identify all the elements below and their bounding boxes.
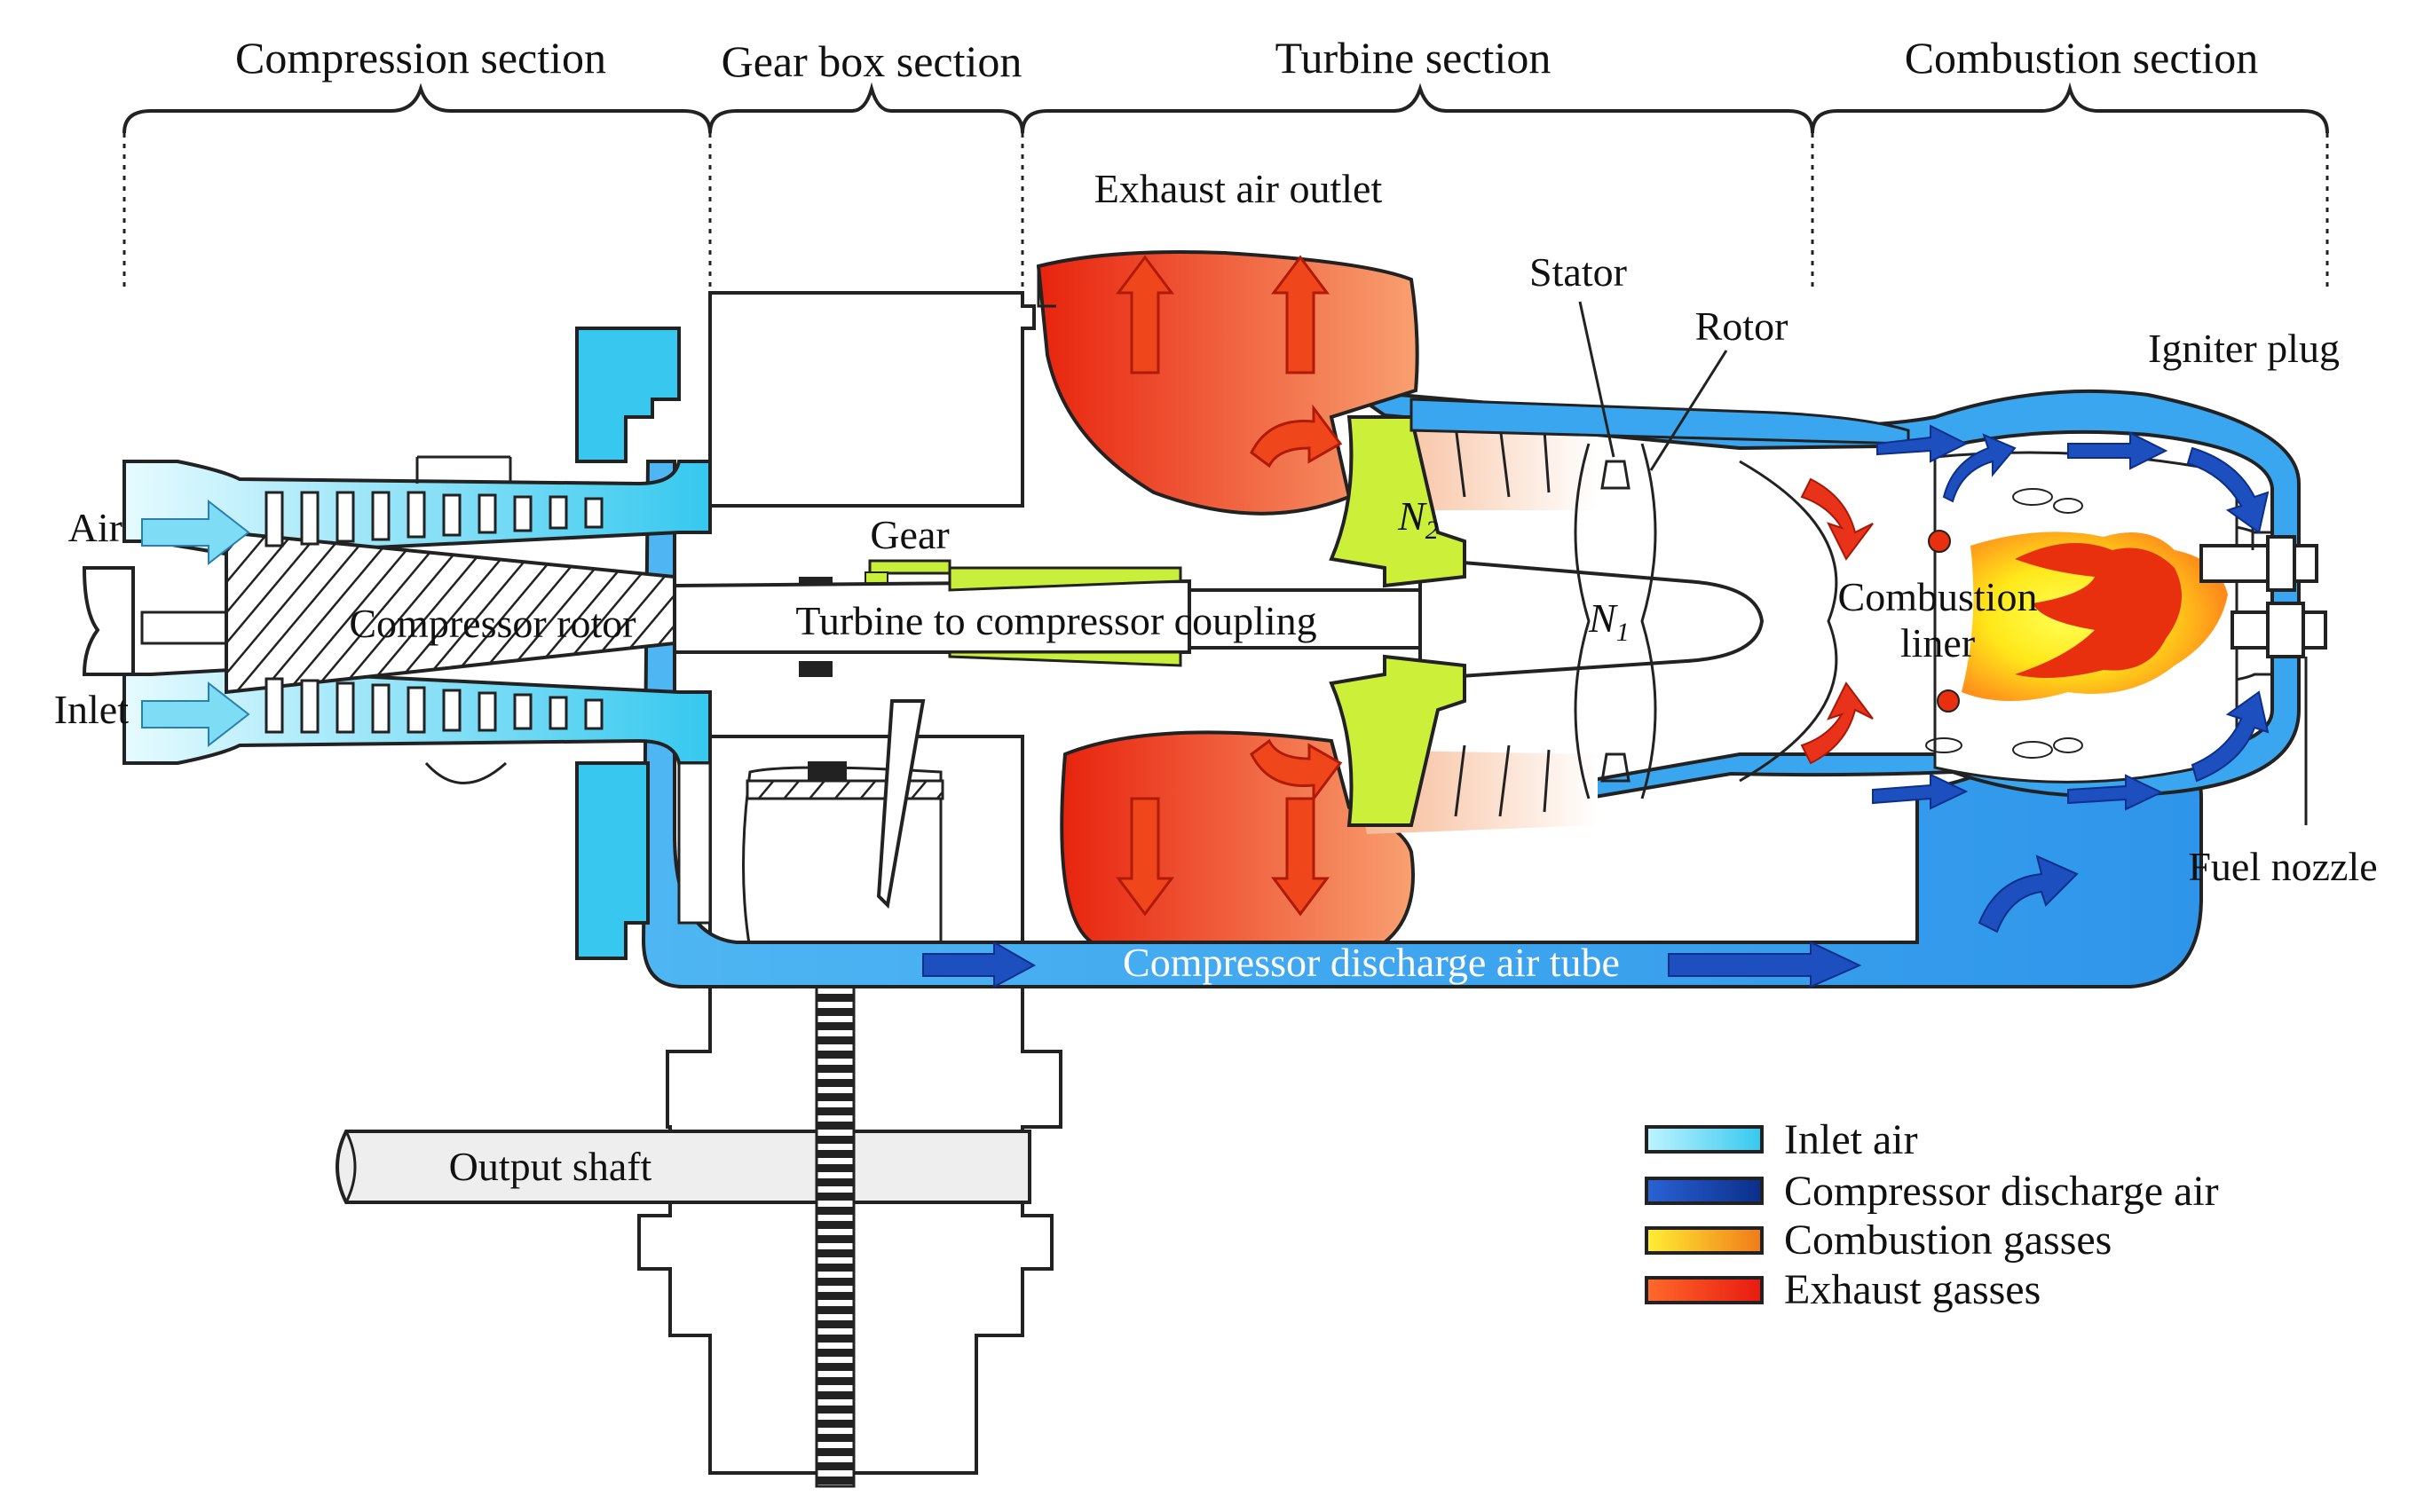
exhaust-outlets	[1036, 250, 1419, 944]
rotor-label: Rotor	[1695, 303, 1788, 349]
combustor	[1925, 451, 2327, 825]
air-label: Air	[68, 505, 122, 550]
legend-label-inlet-air: Inlet air	[1784, 1116, 1918, 1163]
section-brackets	[122, 82, 2329, 288]
coupling-shaft	[673, 556, 1765, 681]
legend-label-exhaust-gasses: Exhaust gasses	[1784, 1266, 2041, 1313]
compressor-rotor-label: Compressor rotor	[349, 601, 636, 646]
legend-item-inlet-air: Inlet air	[1645, 1116, 1918, 1163]
output-shaft: Output shaft	[336, 1130, 1031, 1204]
fuel-nozzle-label: Fuel nozzle	[2188, 844, 2377, 889]
section-label-combustion: Combustion section	[1905, 33, 2259, 83]
inlet-air-arrows	[141, 499, 250, 748]
section-label-turbine: Turbine section	[1275, 33, 1552, 83]
n2-label: N2	[1397, 493, 1439, 545]
n1-label: N1	[1588, 595, 1630, 647]
coupling-label: Turbine to compressor coupling	[795, 598, 1316, 643]
legend-item-exhaust-gasses: Exhaust gasses	[1645, 1266, 2041, 1313]
exhaust-air-outlet-label: Exhaust air outlet	[1094, 166, 1383, 211]
compressor	[82, 327, 712, 960]
discharge-tube-label: Compressor discharge air tube	[1123, 940, 1620, 985]
vertical-drive-shaft	[815, 983, 856, 1488]
combustion-liner-label-2: liner	[1900, 620, 1975, 665]
compressor-blades-bottom	[265, 677, 604, 734]
output-shaft-label: Output shaft	[449, 1144, 652, 1189]
compressor-blades-top	[265, 491, 604, 547]
legend-item-combustion-gasses: Combustion gasses	[1645, 1217, 2112, 1264]
section-label-gearbox: Gear box section	[722, 36, 1023, 86]
legend-label-discharge-air: Compressor discharge air	[1784, 1168, 2219, 1215]
gear-label: Gear	[870, 512, 949, 557]
legend-item-discharge-air: Compressor discharge air	[1645, 1168, 2219, 1215]
legend-label-combustion-gasses: Combustion gasses	[1784, 1217, 2112, 1264]
turbine	[1329, 398, 1910, 834]
discharge-air-arrows	[922, 424, 2270, 988]
section-label-compression: Compression section	[235, 33, 606, 83]
inlet-label: Inlet	[54, 687, 130, 732]
igniter-plug-label: Igniter plug	[2148, 326, 2340, 371]
combustion-liner-label-1: Combustion	[1838, 574, 2038, 619]
stator-label: Stator	[1529, 249, 1627, 295]
legend: Inlet air Compressor discharge air Combu…	[1645, 1116, 2219, 1313]
